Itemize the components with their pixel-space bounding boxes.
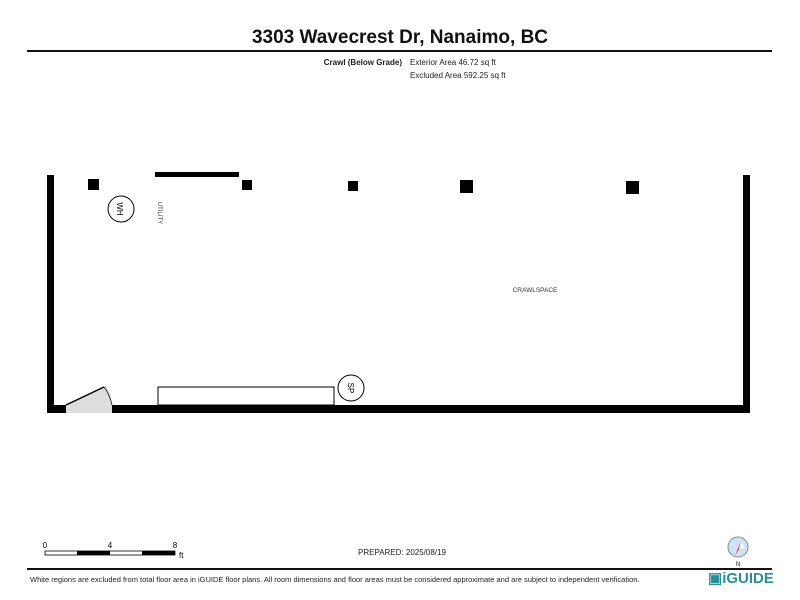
column (88, 179, 99, 190)
scale-tick: 0 (43, 541, 48, 550)
column (348, 181, 358, 191)
compass-label: N (736, 562, 740, 568)
scale-bar: 0 4 8 ft (43, 541, 184, 560)
beam (155, 172, 239, 177)
door-leaf[interactable] (65, 386, 105, 406)
level-name: Crawl (Below Grade) (323, 58, 402, 67)
wall-left (47, 175, 54, 413)
column (626, 181, 639, 194)
scale-tick: 4 (108, 541, 113, 550)
wall-bottom (112, 405, 750, 413)
water-heater (107, 195, 135, 223)
disclaimer: White regions are excluded from total fl… (30, 575, 640, 584)
room-label-crawlspace: CRAWLSPACE (513, 287, 558, 294)
sp-label: SP (346, 383, 355, 394)
logo-text: iGUIDE (722, 570, 774, 587)
wh-label: WH (115, 202, 124, 216)
compass-icon: N (727, 536, 749, 568)
wall-right (743, 175, 750, 413)
scale-tick: 8 (173, 541, 178, 550)
column (242, 180, 252, 190)
wall-bottom-left (47, 405, 66, 413)
exterior-area: Exterior Area 46.72 sq ft (410, 58, 496, 67)
column (460, 180, 473, 193)
sump-pump (337, 374, 365, 402)
room-label-utility: UTILITY (156, 202, 162, 224)
page-title: 3303 Wavecrest Dr, Nanaimo, BC (251, 27, 549, 48)
header-divider (27, 50, 772, 52)
footer-divider (27, 568, 772, 570)
iguide-logo: ▣iGUIDE (708, 570, 774, 587)
scale-unit: ft (179, 551, 184, 560)
prepared-date: PREPARED: 2025/08/19 (358, 548, 446, 557)
excluded-area: Excluded Area 592.25 sq ft (410, 71, 506, 80)
door-opening (66, 405, 112, 413)
counter (157, 386, 335, 406)
